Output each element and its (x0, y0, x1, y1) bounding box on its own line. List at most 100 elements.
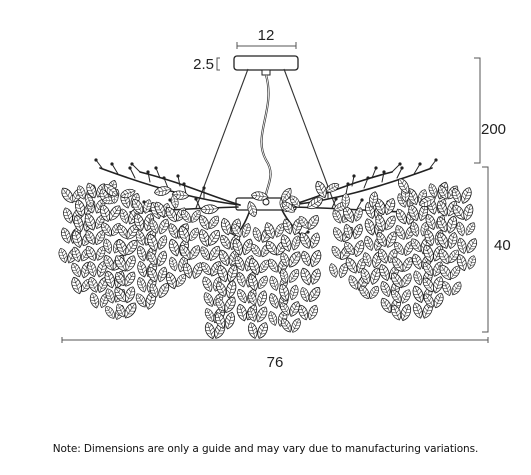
leaf (436, 216, 448, 233)
leaf (450, 265, 461, 280)
bud (434, 158, 438, 162)
leaf (257, 290, 267, 307)
leaf (237, 288, 247, 304)
leaf (199, 215, 210, 230)
leaf (203, 292, 214, 307)
leaf (343, 223, 353, 240)
leaf (137, 260, 147, 278)
leaf (412, 253, 422, 270)
leaf (410, 221, 420, 237)
leaf (154, 186, 172, 196)
leaf (149, 283, 159, 298)
leaf (378, 248, 388, 264)
leaf (280, 252, 290, 267)
leaf (226, 280, 237, 299)
leaf (448, 249, 459, 264)
leaf (369, 191, 379, 208)
leaf (157, 250, 167, 267)
leaf (199, 229, 210, 247)
leaf (329, 263, 338, 278)
leaf (298, 304, 308, 321)
leaf (236, 303, 247, 322)
leaf (89, 292, 99, 309)
twig (391, 163, 401, 173)
leaf (466, 238, 478, 254)
leaf (298, 216, 309, 229)
leaf (291, 235, 301, 251)
twig (183, 183, 187, 195)
bud (382, 170, 386, 174)
bud (162, 176, 166, 180)
leaf (232, 238, 243, 256)
leaf (95, 230, 106, 246)
bud (154, 166, 158, 170)
leaf (204, 308, 215, 322)
dimension-lines (61, 42, 489, 343)
leaf (95, 214, 105, 229)
leaf (354, 240, 365, 258)
twig (331, 198, 337, 209)
leaf (63, 207, 73, 224)
leaf (158, 282, 170, 299)
leaf (248, 274, 258, 292)
leaf (136, 245, 147, 262)
leaf (332, 209, 342, 224)
leaf (132, 198, 144, 215)
leaf (299, 232, 311, 249)
twig (429, 159, 437, 169)
leaf (452, 187, 462, 204)
leaf (183, 262, 193, 279)
leaf (301, 250, 311, 267)
leaf (344, 241, 355, 255)
leaf (413, 270, 423, 286)
leaf (234, 255, 245, 271)
leaf (461, 187, 472, 204)
leaf (376, 232, 387, 247)
leaf (192, 262, 203, 279)
leaf (76, 185, 86, 200)
leaf (369, 285, 379, 299)
leaf (248, 322, 258, 339)
leaf (269, 293, 279, 309)
leaf (202, 276, 213, 292)
leaf (467, 255, 476, 270)
bud (130, 162, 134, 166)
bud (334, 197, 338, 201)
leaf (135, 229, 146, 246)
branch-arm (291, 171, 393, 206)
leaf (147, 251, 157, 266)
twig (195, 198, 201, 209)
leaf (220, 217, 231, 236)
bud (182, 182, 186, 186)
leaf (201, 262, 211, 276)
leaf (300, 267, 312, 286)
branch-arm (291, 167, 433, 206)
leaf (135, 293, 146, 308)
leaf (249, 257, 260, 276)
overall-width-label: 76 (267, 354, 284, 371)
bud (374, 166, 378, 170)
leaf (170, 194, 179, 209)
leaf (291, 318, 301, 333)
leaf (433, 276, 444, 294)
leaf (168, 238, 180, 257)
leaf (279, 268, 289, 284)
leaf (157, 235, 168, 250)
leaf (224, 311, 235, 330)
leaf (85, 245, 97, 261)
twig (413, 163, 421, 175)
twig (356, 199, 363, 210)
leaf (125, 239, 138, 256)
bud (128, 166, 132, 170)
leaf (190, 210, 201, 223)
leaf (85, 193, 94, 208)
leaf (247, 201, 257, 218)
leaf (71, 276, 82, 295)
leaf (176, 273, 186, 287)
leaf (209, 245, 221, 261)
leaf (236, 272, 246, 288)
leaf (360, 268, 371, 285)
leaf (101, 222, 112, 237)
leaf (307, 197, 323, 209)
